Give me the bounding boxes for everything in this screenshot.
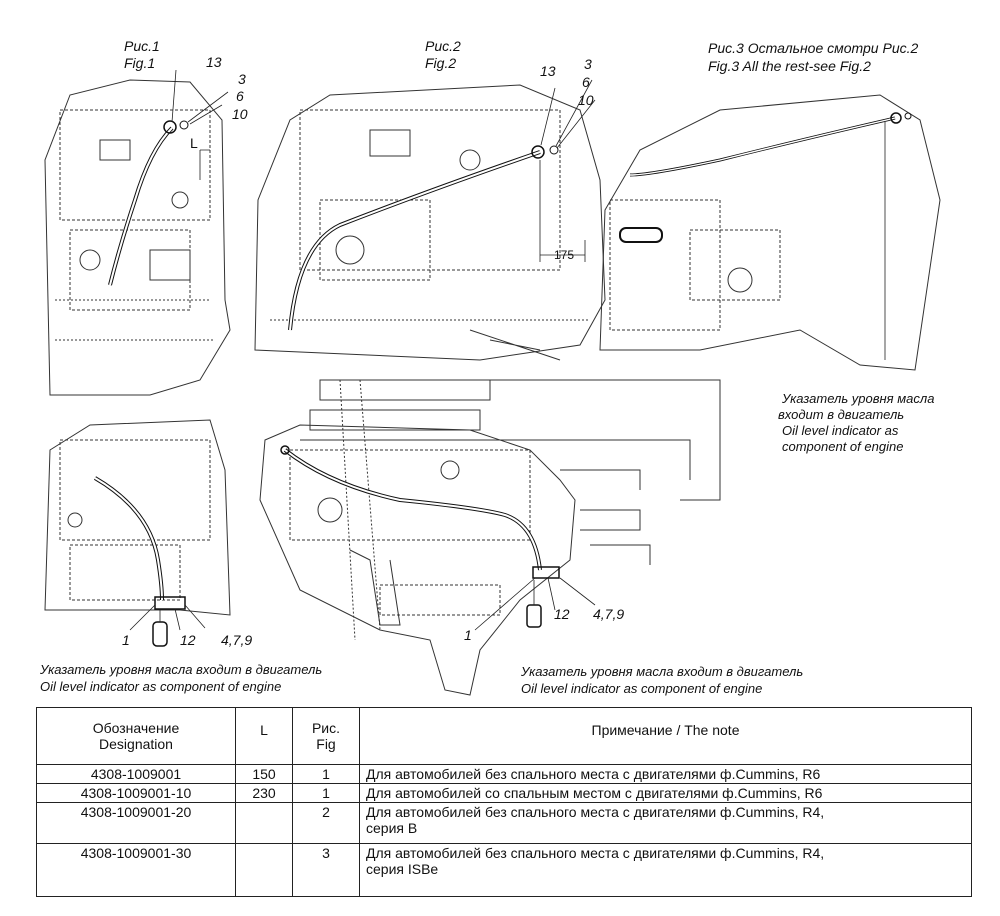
detail-left-callout-4-7-9: 4,7,9 (221, 632, 253, 648)
row-fig: 3 (292, 843, 360, 897)
fig2-title-en: Fig.2 (425, 55, 457, 71)
fig1-dipstick-tube (108, 126, 174, 286)
table-row: 4308-1009001-30 3 Для автомобилей без сп… (36, 843, 972, 897)
row-note-line-1: Для автомобилей без спального места с дв… (366, 845, 825, 861)
row-note: Для автомобилей со спальным местом с дви… (359, 783, 972, 803)
fig1-callout-6: 6 (236, 88, 244, 104)
row-note: Для автомобилей без спального места с дв… (359, 764, 972, 784)
row-designation: 4308-1009001-30 (36, 843, 236, 897)
row-note: Для автомобилей без спального места с дв… (359, 843, 972, 897)
row-note-line-1: Для автомобилей без спального места с дв… (366, 804, 825, 820)
fig2-title-ru: Рис.2 (425, 38, 461, 54)
fig1-callout-10: 10 (232, 106, 248, 122)
row-note: Для автомобилей без спального места с дв… (359, 802, 972, 844)
fig1-title-en: Fig.1 (124, 55, 156, 71)
header-length: L (235, 707, 293, 765)
detail-right-note-ru: Указатель уровня масла входит в двигател… (521, 664, 804, 679)
fig3-note-en-2: component of engine (782, 439, 904, 454)
header-fig-en: Fig (316, 736, 336, 752)
detail-right-outline (259, 329, 721, 696)
fig3-title-ru: Рис.3 Остальное смотри Рис.2 (708, 40, 919, 56)
header-length-label: L (260, 722, 268, 738)
fig2-callout-6: 6 (582, 74, 590, 90)
row-fig: 1 (292, 764, 360, 784)
fig2-callout-10: 10 (578, 92, 594, 108)
header-designation: Обозначение Designation (36, 707, 236, 765)
fig3-note-en-1: Oil level indicator as (782, 423, 899, 438)
fig1-dimension-l: L (190, 135, 198, 151)
table-header-row: Обозначение Designation L Рис. Fig Приме… (36, 707, 972, 765)
table-row: 4308-1009001-10 230 1 Для автомобилей со… (36, 783, 972, 803)
fig2-dimension-175: 175 (554, 248, 575, 262)
header-note: Примечание / The note (359, 707, 972, 765)
table-row: 4308-1009001-20 2 Для автомобилей без сп… (36, 802, 972, 844)
fig1-callout-3: 3 (238, 71, 246, 87)
fig2-dipstick-tube (288, 150, 541, 331)
header-designation-ru: Обозначение (92, 720, 180, 736)
row-designation: 4308-1009001-20 (36, 802, 236, 844)
fig3-title-en: Fig.3 All the rest-see Fig.2 (708, 58, 871, 74)
fig3-note-ru-1: Указатель уровня масла (782, 391, 935, 406)
detail-right-note-en: Oil level indicator as component of engi… (521, 681, 763, 696)
detail-left-outline (44, 419, 231, 616)
fig3-note-ru-2: входит в двигатель (778, 407, 905, 422)
header-note-label: Примечание / The note (591, 722, 740, 738)
row-designation: 4308-1009001-10 (36, 783, 236, 803)
detail-right-tube (283, 448, 542, 571)
detail-right-callout-12: 12 (554, 606, 570, 622)
detail-left-callout-12: 12 (180, 632, 196, 648)
fig1-callout-13: 13 (206, 54, 222, 70)
row-length: 150 (235, 764, 293, 784)
row-designation: 4308-1009001 (36, 764, 236, 784)
fig1-engine-outline (44, 79, 231, 396)
specification-table: Обозначение Designation L Рис. Fig Приме… (36, 707, 972, 897)
fig2-engine-outline (254, 84, 606, 361)
fig3-dipstick-tube (629, 116, 896, 177)
table-row: 4308-1009001 150 1 Для автомобилей без с… (36, 764, 972, 784)
row-fig: 1 (292, 783, 360, 803)
header-fig: Рис. Fig (292, 707, 360, 765)
row-fig: 2 (292, 802, 360, 844)
row-note-line-1: Для автомобилей без спального места с дв… (366, 766, 821, 782)
row-length: 230 (235, 783, 293, 803)
fig1-title-ru: Рис.1 (124, 38, 160, 54)
fig2-callout-3: 3 (584, 56, 592, 72)
detail-left-callout-1: 1 (122, 632, 130, 648)
assembly-drawing (44, 69, 941, 696)
detail-right-callout-1: 1 (464, 627, 472, 643)
row-note-line-2: серия B (366, 820, 418, 836)
fig2-callout-13: 13 (540, 63, 556, 79)
row-length (235, 843, 293, 897)
header-fig-ru: Рис. (311, 720, 341, 736)
detail-left-note-en: Oil level indicator as component of engi… (40, 679, 282, 694)
fig3-engine-outline (599, 94, 941, 371)
row-note-line-2: серия ISBe (366, 861, 439, 877)
detail-left-note-ru: Указатель уровня масла входит в двигател… (40, 662, 323, 677)
row-length (235, 802, 293, 844)
header-designation-en: Designation (99, 736, 173, 752)
row-note-line-1: Для автомобилей со спальным местом с дви… (366, 785, 823, 801)
detail-right-callout-4-7-9: 4,7,9 (593, 606, 625, 622)
